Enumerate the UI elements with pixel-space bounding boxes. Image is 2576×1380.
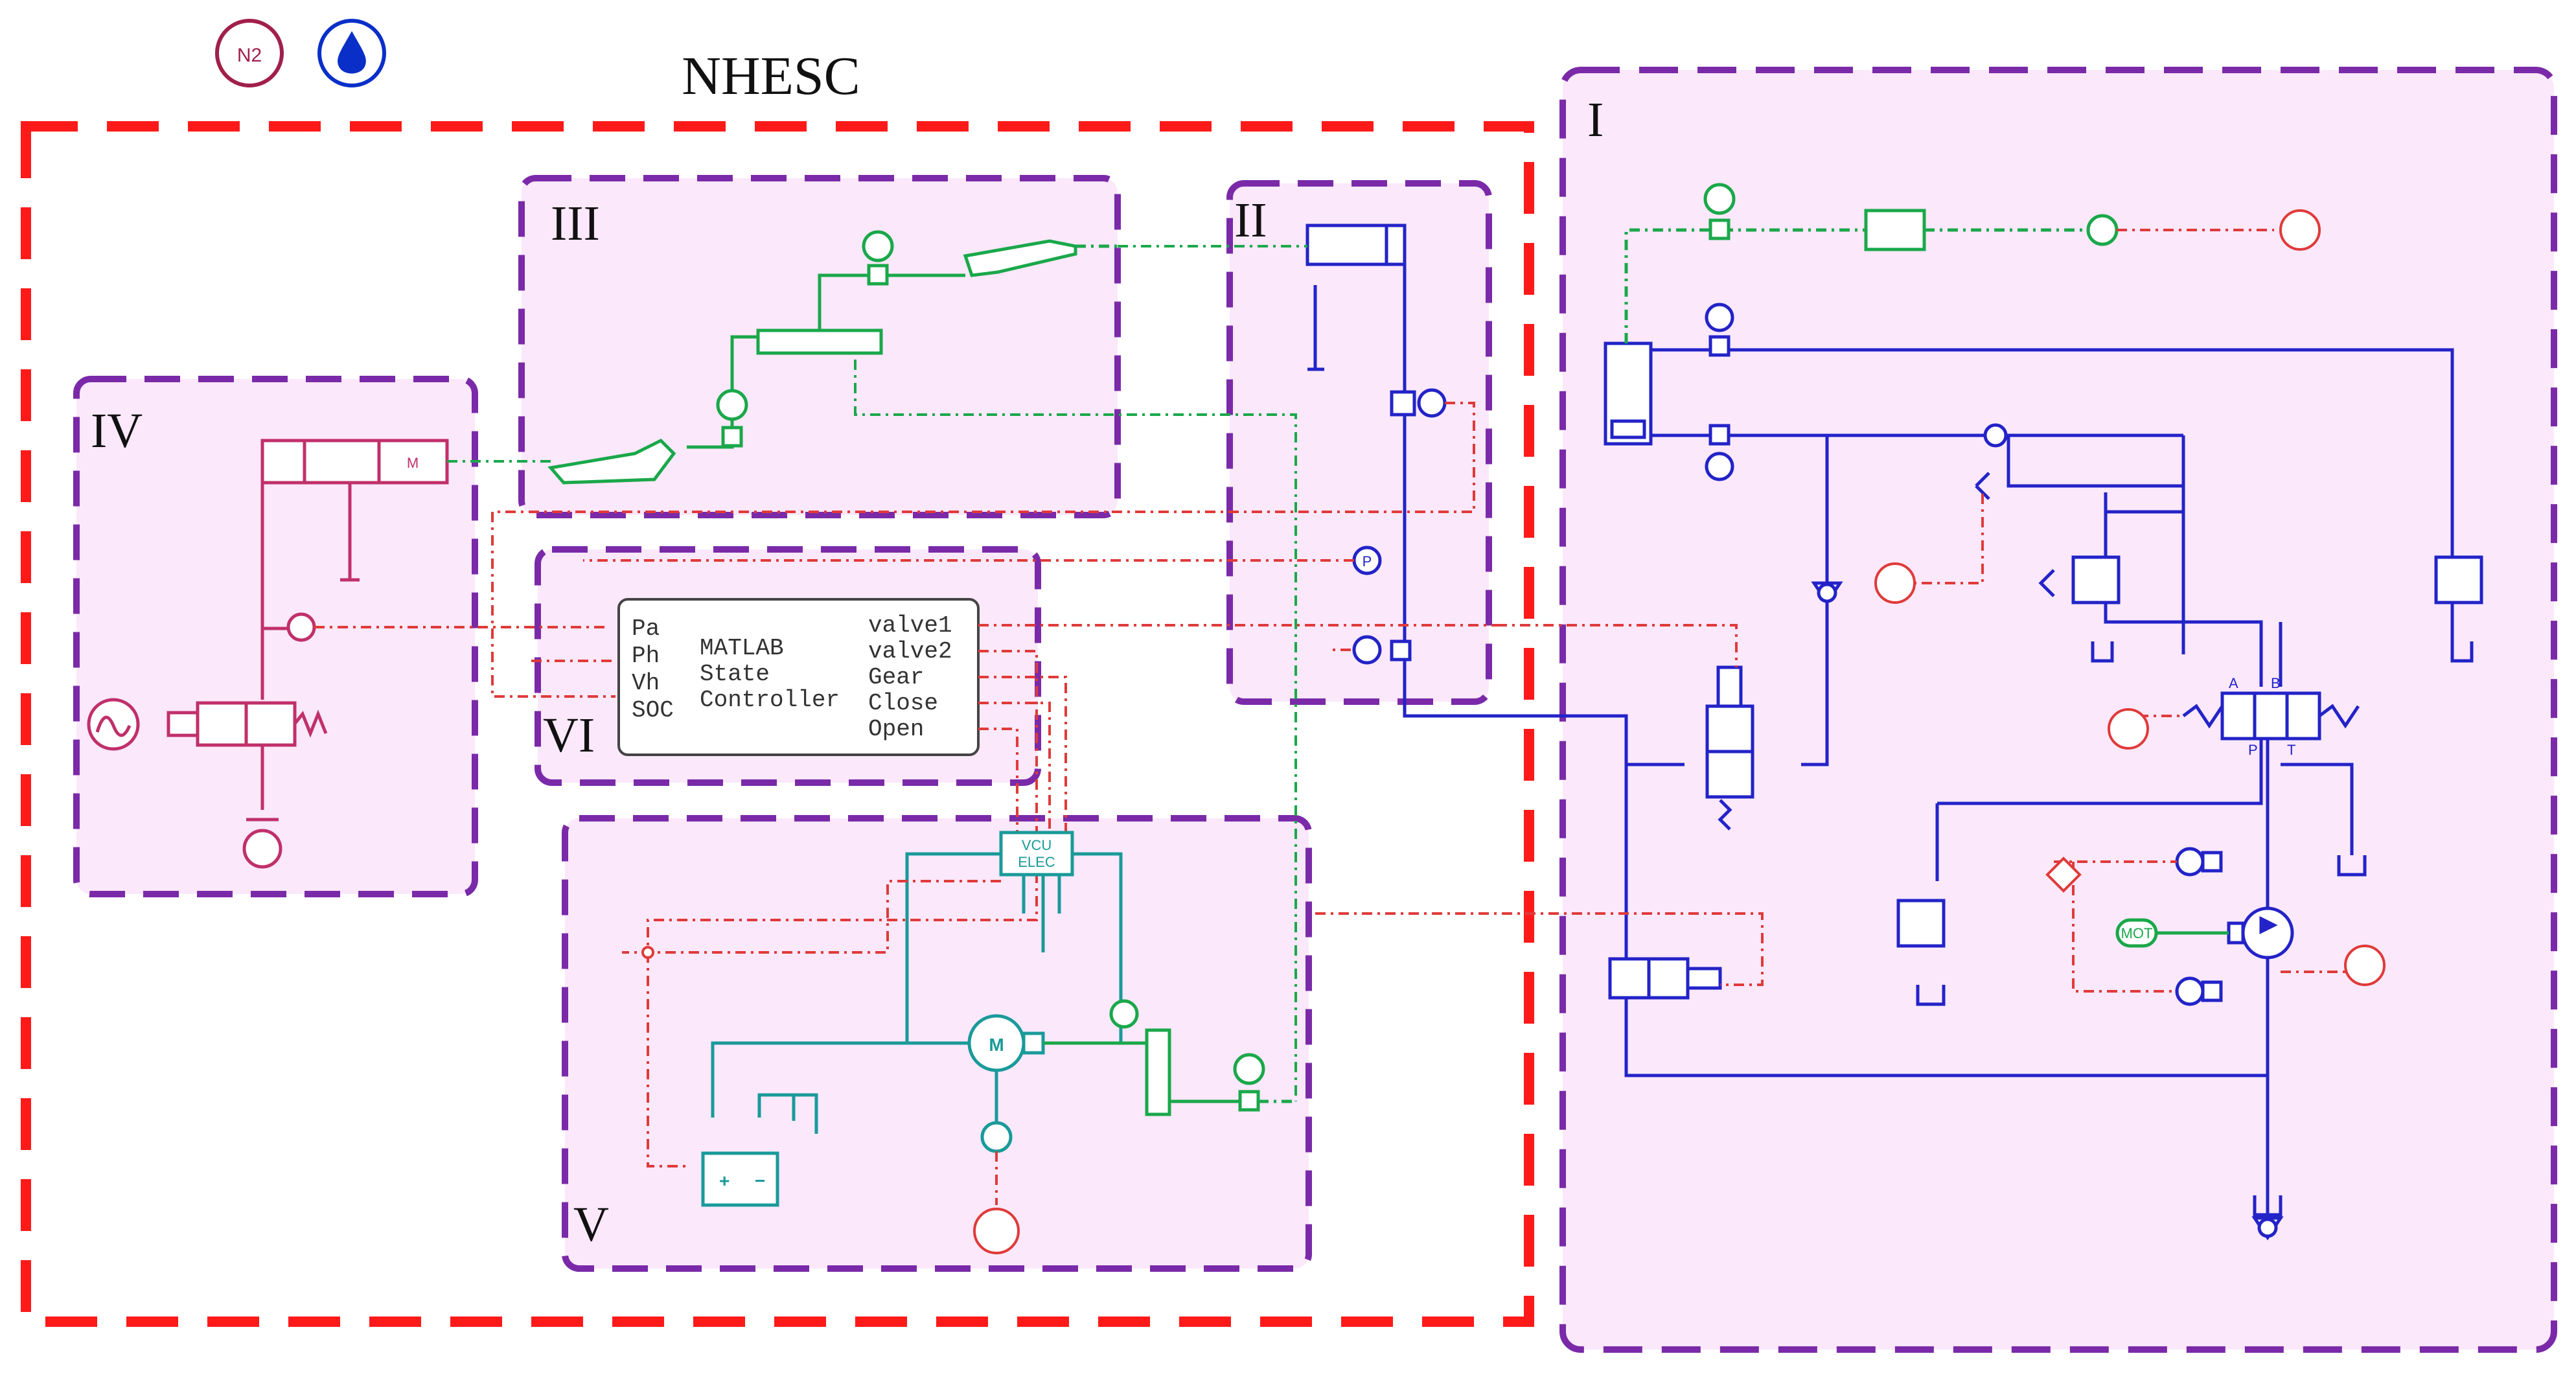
- subsystem-v-mechanical: [1043, 999, 1296, 1116]
- output-gear: Gear: [868, 664, 924, 691]
- shaft-coupling-lower: [547, 438, 676, 485]
- nitrogen-icon: N2: [215, 19, 284, 87]
- cylinder-iv: [260, 439, 381, 485]
- battery-minus-icon: −: [755, 1171, 765, 1191]
- port-p-label: P: [2248, 742, 2258, 758]
- subsystem-iv-box: [73, 376, 478, 897]
- electric-motor-label: MOT: [2121, 925, 2153, 941]
- subsystem-ii-signals: [492, 402, 1738, 667]
- subsystem-v-electrical: [701, 831, 1123, 1207]
- relief-valve-bottom: [1896, 899, 1946, 948]
- vcu-label-2: ELEC: [1018, 854, 1055, 870]
- controller-label-3: Controller: [700, 687, 840, 713]
- vcu-elec-box: [999, 831, 1074, 877]
- subsystem-vi-label: VI: [543, 708, 595, 763]
- subsystem-ii-label: II: [1234, 193, 1267, 247]
- battery-plus-icon: +: [719, 1171, 730, 1191]
- shaft-coupling-upper: [963, 239, 1077, 277]
- water-drop-icon: [317, 19, 386, 87]
- subsystem-iv-links: [314, 460, 609, 628]
- port-a-label: A: [2229, 675, 2238, 691]
- relief-valve-right: [2434, 555, 2483, 604]
- port-b-label: B: [2271, 675, 2281, 691]
- cylinder-motor-label: M: [407, 455, 419, 471]
- gear-coupling: [1145, 1028, 1171, 1116]
- hydraulic-pump: [2241, 906, 2294, 960]
- output-valve2: valve2: [868, 638, 952, 665]
- subsystem-iii-label: III: [551, 196, 600, 251]
- subsystem-i-box: [1559, 67, 2557, 1353]
- relief-valve-left: [2071, 555, 2121, 604]
- output-valve1: valve1: [868, 612, 952, 639]
- diagram-title: NHESC: [682, 46, 860, 106]
- nhesc-boundary: [21, 121, 1534, 1327]
- matlab-state-controller: Pa Ph Vh SOC MATLAB State Controller val…: [491, 512, 1497, 952]
- port-t-label: T: [2287, 742, 2295, 758]
- cylinder-ii: [1305, 224, 1407, 266]
- motor-v-label: M: [989, 1035, 1004, 1055]
- subsystem-i-label: I: [1587, 93, 1604, 147]
- subsystem-i-circuit: [1419, 303, 2483, 1241]
- input-pa: Pa: [632, 615, 660, 642]
- subsystem-ii-mechanical: [854, 245, 1307, 1101]
- pressure-sensor-ii-label: P: [1363, 553, 1372, 569]
- controller-label-2: State: [700, 661, 770, 687]
- subsystem-i-mechanical: [1624, 183, 2229, 948]
- controller-label-1: MATLAB: [700, 635, 784, 661]
- input-vh: Vh: [632, 670, 660, 696]
- output-open: Open: [868, 716, 924, 742]
- subsystem-iv-label: IV: [91, 404, 143, 458]
- battery: [701, 1151, 779, 1207]
- input-ph: Ph: [632, 643, 660, 669]
- subsystem-v-signals: [622, 880, 1764, 1254]
- subsystem-iii-mechanical: [547, 230, 1118, 485]
- subsystem-i-signals: [1874, 209, 2386, 993]
- subsystem-v-label: V: [573, 1197, 609, 1252]
- vcu-label-1: VCU: [1022, 837, 1052, 853]
- input-soc: SOC: [632, 697, 674, 724]
- nitrogen-label: N2: [237, 45, 262, 66]
- output-close: Close: [868, 690, 938, 717]
- gearbox-iii: [756, 328, 883, 355]
- directional-valve-main: [2220, 691, 2321, 741]
- subsystem-iv-pneumatic: [87, 439, 449, 869]
